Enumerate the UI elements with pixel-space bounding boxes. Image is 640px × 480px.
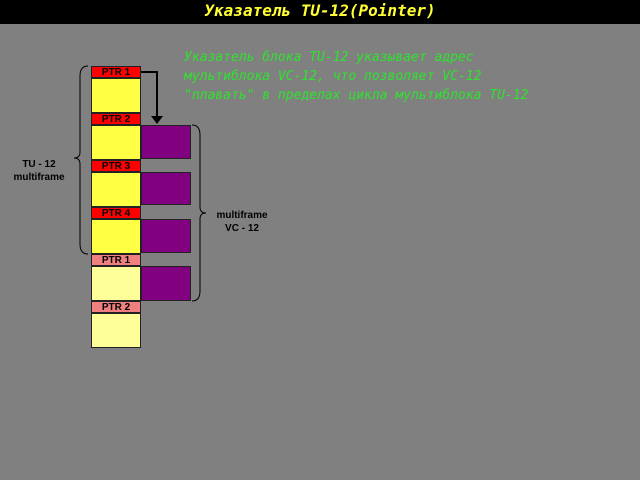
payload-cell	[91, 266, 141, 301]
tu12-multiframe-label: TU - 12 multiframe	[4, 158, 74, 184]
ptr-header-next-1: PTR 1	[91, 254, 141, 266]
ptr-header-next-2: PTR 2	[91, 301, 141, 313]
slide-title: Указатель TU-12(Pointer)	[204, 1, 436, 20]
payload-cell	[91, 219, 141, 254]
ptr-header-2: PTR 2	[91, 113, 141, 125]
payload-cell	[91, 313, 141, 348]
tu12-label-line: multiframe	[13, 172, 65, 183]
ptr-header-4: PTR 4	[91, 207, 141, 219]
vc12-brace	[191, 124, 207, 302]
vc12-block	[141, 125, 191, 159]
vc12-label-line: multiframe	[216, 210, 268, 221]
ptr-header-3: PTR 3	[91, 160, 141, 172]
tu12-brace	[73, 65, 89, 255]
ptr-header-1: PTR 1	[91, 66, 141, 78]
vc12-label-line: VC - 12	[225, 223, 259, 234]
pointer-arrowhead	[151, 116, 163, 124]
title-bar: Указатель TU-12(Pointer)	[0, 0, 640, 24]
vc12-block	[141, 172, 191, 205]
payload-cell	[91, 172, 141, 207]
vc12-block	[141, 266, 191, 301]
description-line: мультиблока VC-12, что позволяет VC-12	[184, 69, 482, 84]
description-line: Указатель блока TU-12 указывает адрес	[184, 50, 474, 65]
description-text: Указатель блока TU-12 указывает адрес му…	[184, 48, 634, 105]
vc12-multiframe-label: multiframe VC - 12	[204, 209, 280, 235]
pointer-arrow	[141, 71, 158, 118]
vc12-block	[141, 219, 191, 253]
payload-cell	[91, 78, 141, 113]
payload-cell	[91, 125, 141, 160]
tu12-label-line: TU - 12	[22, 159, 56, 170]
description-line: "плавать" в пределах цикла мультиблока T…	[184, 88, 529, 103]
